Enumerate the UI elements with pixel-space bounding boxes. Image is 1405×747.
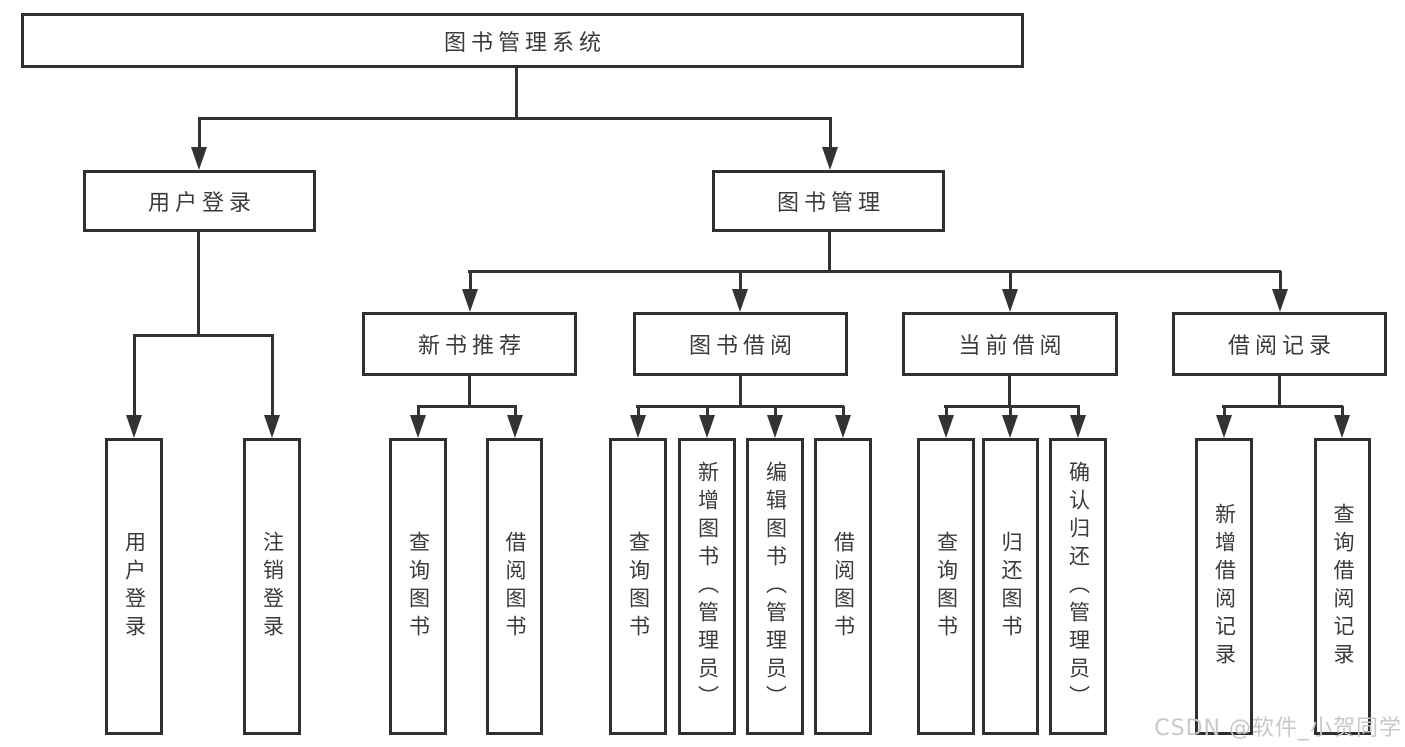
leaf-add-borrow-record: 新增借阅记录 xyxy=(1195,438,1253,735)
connector-user-login-stem xyxy=(197,232,200,336)
leaf-user-login: 用户登录 xyxy=(105,438,163,735)
csdn-watermark: CSDN @软件_小贺同学 xyxy=(1154,716,1402,741)
arrow-down-icon xyxy=(732,271,748,312)
leaf-edit-books-admin-label: 编辑图书（管理员） xyxy=(763,460,788,713)
leaf-borrow-query-books: 查询图书 xyxy=(609,438,667,735)
leaf-add-borrow-record-label: 新增借阅记录 xyxy=(1212,502,1237,671)
leaf-borrow-query-books-label: 查询图书 xyxy=(626,530,651,643)
node-book-management: 图书管理 xyxy=(712,170,945,232)
arrow-down-icon xyxy=(822,118,838,170)
node-borrow-records: 借阅记录 xyxy=(1172,312,1387,376)
leaf-current-query-books: 查询图书 xyxy=(917,438,975,735)
arrow-down-icon xyxy=(1272,271,1288,312)
arrow-down-icon xyxy=(699,406,715,438)
leaf-recommend-query-books-label: 查询图书 xyxy=(406,530,431,643)
connector-user-login-rail xyxy=(133,334,274,337)
connector-root-stem xyxy=(515,68,518,119)
arrow-down-icon xyxy=(126,335,142,438)
node-current-borrow: 当前借阅 xyxy=(902,312,1118,376)
leaf-return-books-label: 归还图书 xyxy=(999,530,1023,643)
node-user-login: 用户登录 xyxy=(83,170,316,232)
arrow-down-icon xyxy=(1334,406,1350,438)
leaf-query-borrow-record: 查询借阅记录 xyxy=(1314,438,1371,735)
leaf-logout: 注销登录 xyxy=(243,438,301,735)
node-book-borrow: 图书借阅 xyxy=(633,312,848,376)
connector-records-rail xyxy=(1222,405,1343,408)
connector-records-stem xyxy=(1278,376,1281,407)
arrow-down-icon xyxy=(630,406,646,438)
connector-book-mgmt-stem xyxy=(828,232,831,272)
arrow-down-icon xyxy=(835,406,851,438)
connector-current-rail xyxy=(944,405,1080,408)
node-root: 图书管理系统 xyxy=(21,13,1024,68)
node-current-borrow-label: 当前借阅 xyxy=(958,334,1067,359)
arrow-down-icon xyxy=(1216,406,1232,438)
leaf-confirm-return-admin: 确认归还（管理员） xyxy=(1049,438,1107,735)
node-borrow-records-label: 借阅记录 xyxy=(1227,334,1336,359)
connector-recommend-rail xyxy=(417,405,517,408)
connector-current-stem xyxy=(1008,376,1011,407)
arrow-down-icon xyxy=(767,406,783,438)
leaf-recommend-borrow-books-label: 借阅图书 xyxy=(503,530,527,643)
node-book-management-label: 图书管理 xyxy=(776,191,885,216)
leaf-return-books: 归还图书 xyxy=(982,438,1039,735)
arrow-down-icon xyxy=(1002,271,1018,312)
connector-book-mgmt-rail xyxy=(468,270,1281,273)
connector-borrow-stem xyxy=(739,376,742,407)
arrow-down-icon xyxy=(938,406,954,438)
node-book-borrow-label: 图书借阅 xyxy=(688,334,797,359)
leaf-borrow-books-label: 借阅图书 xyxy=(831,530,856,643)
arrow-down-icon xyxy=(410,406,426,438)
connector-root-rail xyxy=(198,117,832,120)
connector-borrow-rail xyxy=(636,405,844,408)
leaf-current-query-books-label: 查询图书 xyxy=(934,530,959,643)
leaf-query-borrow-record-label: 查询借阅记录 xyxy=(1331,502,1355,671)
leaf-user-login-label: 用户登录 xyxy=(122,530,147,643)
arrow-down-icon xyxy=(462,271,478,312)
leaf-recommend-query-books: 查询图书 xyxy=(389,438,447,735)
node-new-book-recommend-label: 新书推荐 xyxy=(417,334,526,359)
arrow-down-icon xyxy=(191,118,207,170)
node-user-login-label: 用户登录 xyxy=(147,191,256,216)
leaf-recommend-borrow-books: 借阅图书 xyxy=(486,438,543,735)
arrow-down-icon xyxy=(1002,406,1018,438)
leaf-borrow-books: 借阅图书 xyxy=(814,438,872,735)
arrow-down-icon xyxy=(507,406,523,438)
leaf-add-books-admin-label: 新增图书（管理员） xyxy=(695,460,720,713)
node-new-book-recommend: 新书推荐 xyxy=(362,312,577,376)
leaf-edit-books-admin: 编辑图书（管理员） xyxy=(746,438,804,735)
arrow-down-icon xyxy=(264,335,280,438)
node-root-label: 图书管理系统 xyxy=(443,30,606,56)
leaf-confirm-return-admin-label: 确认归还（管理员） xyxy=(1066,460,1091,713)
connector-recommend-stem xyxy=(468,376,471,407)
leaf-add-books-admin: 新增图书（管理员） xyxy=(678,438,736,735)
leaf-logout-label: 注销登录 xyxy=(260,530,285,643)
arrow-down-icon xyxy=(1070,406,1086,438)
